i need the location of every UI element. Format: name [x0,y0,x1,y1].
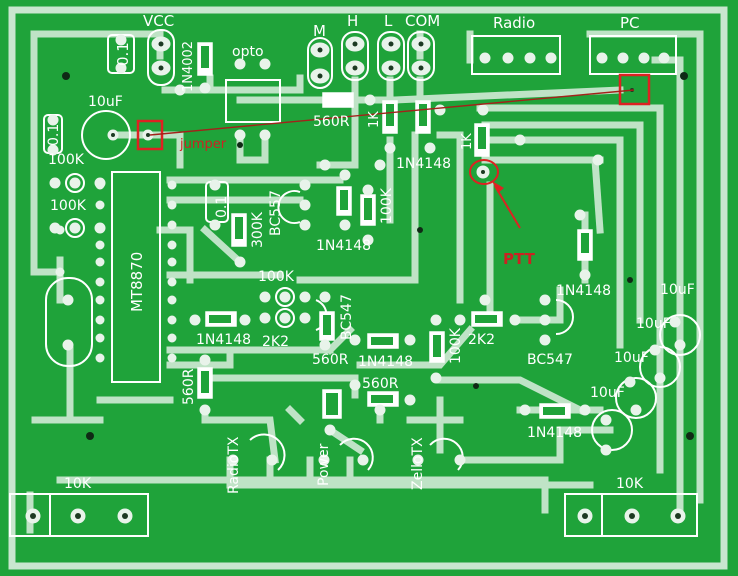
label-cap-01-a: 0.1 [114,42,132,66]
label-1n4148-center: 1N4148 [358,354,413,370]
ptt-circle [469,159,499,185]
body-cutouts [201,46,589,415]
annotation-jumper: jumper [179,137,227,152]
label-2k2-b: 2K2 [468,332,495,348]
label-bc557: BC557 [268,190,284,236]
label-zellotx: ZelloTX [410,437,426,490]
mounting-dots [62,72,694,440]
jumper-annotation [136,73,651,229]
label-cap-01-c: 0.1 [214,196,230,218]
label-10uf-r3: 10uF [614,350,649,366]
board-frame [8,6,728,570]
label-pc: PC [620,14,640,32]
label-100k-c: 100K [258,269,295,285]
label-1n4148-right: 1N4148 [556,283,611,299]
label-300k: 300K [250,211,266,248]
label-power: Power [316,443,332,486]
label-10uf-r1: 10uF [660,282,695,298]
label-10uf-r2: 10uF [636,316,671,332]
label-1n4148-top: 1N4148 [396,156,451,172]
label-1k-a: 1K [367,111,382,128]
annotation-ptt: PTT [503,250,536,268]
label-bc547-b: BC547 [527,352,573,368]
label-560r-top: 560R [313,114,350,130]
label-radio: Radio [493,14,535,32]
label-10uf-r4: 10uF [590,385,625,401]
silkscreen [9,29,701,537]
label-1n4002: 1N4002 [181,41,196,92]
label-mt8870: MT8870 [128,252,146,312]
label-cap-01-b: 0.1 [46,124,62,146]
label-vcc: VCC [143,12,174,30]
label-10k-right: 10K [616,476,644,492]
label-100k-b: 100K [50,198,87,214]
jumper-box-right [618,73,651,106]
label-100k-mid: 100K [379,187,395,224]
label-560r-mid: 560R [312,352,349,368]
label-10k-left: 10K [64,476,92,492]
label-2k2-a: 2K2 [262,334,289,350]
label-h: H [347,12,358,30]
label-com: COM [405,12,440,30]
label-m: M [313,22,326,40]
ptt-arrow [494,185,521,229]
label-10uf-top: 10uF [88,94,123,110]
labels: VCC M H L COM Radio PC 0.1 1N4002 opto 1… [46,12,695,494]
ptt-arrowhead [492,181,504,193]
label-100k-right: 100K [448,327,464,364]
label-bc547-a: BC547 [339,294,355,340]
jumper-wire [149,89,635,136]
label-l: L [384,12,393,30]
label-radiotx: RadioTX [226,436,242,494]
jumper-box-left [136,119,164,151]
pad-holes [30,41,681,519]
label-1n4148-mid: 1N4148 [316,238,371,254]
label-560r-left: 560R [181,368,197,405]
label-1n4148-bottom: 1N4148 [527,425,582,441]
label-opto: opto [232,44,264,60]
label-1k-b: 1K [460,133,475,150]
label-1n4148-left: 1N4148 [196,332,251,348]
label-560r-bottom: 560R [362,376,399,392]
label-100k-a: 100K [48,152,85,168]
